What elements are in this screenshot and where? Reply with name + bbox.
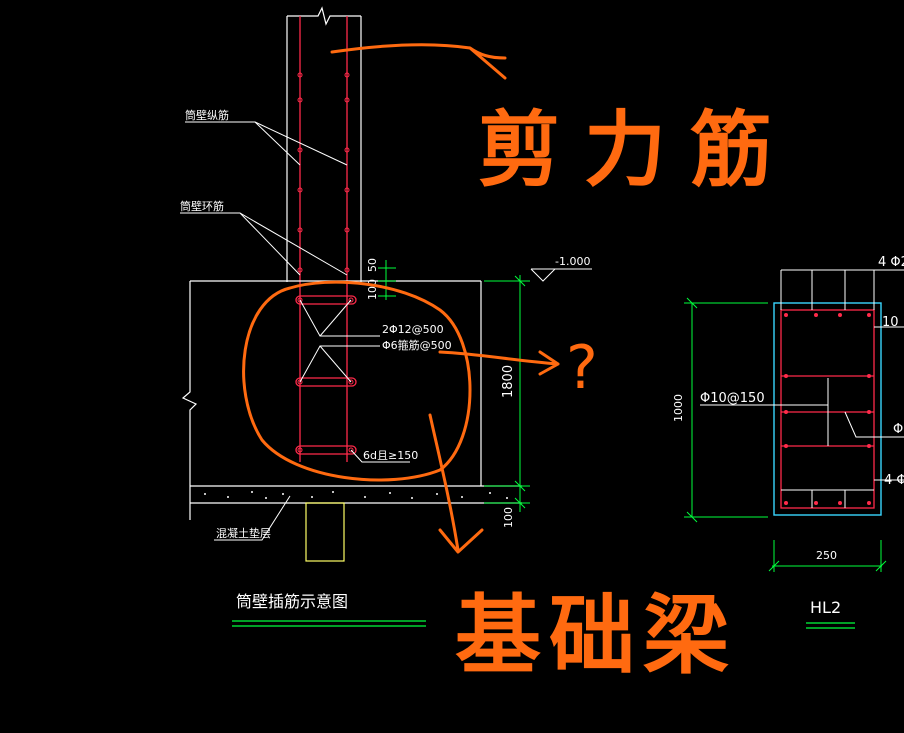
beam-section-border bbox=[773, 302, 882, 516]
elevation-marker bbox=[530, 268, 592, 282]
rebar-spec-2: Φ6箍筋@500 bbox=[382, 338, 452, 352]
dim-top-100: 100 bbox=[366, 279, 379, 300]
handwriting-question: ? bbox=[566, 333, 598, 403]
cushion-leader bbox=[214, 495, 291, 541]
label-hoop-bar: 筒壁环筋 bbox=[180, 199, 224, 213]
dim-100: 100 bbox=[502, 507, 515, 528]
beam-bottom-bars: 4 Φ bbox=[884, 473, 904, 488]
beam-dimensions bbox=[684, 297, 887, 572]
hook-spec: 6d且≥150 bbox=[363, 449, 418, 462]
dowel-dots bbox=[297, 297, 354, 453]
beam-side-bar-2: Φ bbox=[893, 422, 903, 437]
beam-leaders bbox=[700, 269, 904, 508]
beam-side-bar-1: 10 bbox=[882, 315, 899, 330]
rebar-spec-1: 2Φ12@500 bbox=[382, 323, 444, 336]
cushion-label: 混凝土垫层 bbox=[216, 526, 271, 540]
spec-leaders bbox=[299, 299, 410, 463]
wall-column bbox=[286, 6, 362, 282]
dowel-hooks bbox=[295, 295, 357, 455]
annotation-strokes bbox=[242, 43, 560, 554]
section-caption-underline bbox=[232, 620, 426, 627]
beam-caption: HL2 bbox=[810, 598, 841, 617]
wall-label-leaders bbox=[180, 121, 348, 276]
beam-bar-dots bbox=[784, 313, 871, 505]
elevation-label: -1.000 bbox=[555, 255, 590, 268]
cushion-hatch bbox=[204, 491, 508, 499]
wall-rebar-dots bbox=[297, 72, 350, 273]
label-longitudinal-bar: 筒壁纵筋 bbox=[185, 108, 229, 122]
beam-caption-underline bbox=[806, 622, 855, 629]
wall-rebar bbox=[299, 16, 348, 462]
beam-height-dim: 1000 bbox=[672, 394, 685, 422]
handwriting-shear-rebar: 剪力筋 bbox=[478, 103, 796, 198]
dimension-lines-left bbox=[378, 260, 530, 512]
beam-stirrup-spec: Φ10@150 bbox=[700, 391, 765, 406]
beam-width-dim: 250 bbox=[816, 549, 837, 562]
pile-stub bbox=[305, 502, 345, 562]
dim-top-50: 50 bbox=[366, 258, 379, 272]
section-caption: 筒壁插筋示意图 bbox=[236, 592, 348, 611]
dim-1800: 1800 bbox=[501, 365, 516, 398]
handwriting-foundation-beam: 基础梁 bbox=[455, 586, 737, 686]
beam-top-bars: 4 Φ2 bbox=[878, 255, 904, 270]
